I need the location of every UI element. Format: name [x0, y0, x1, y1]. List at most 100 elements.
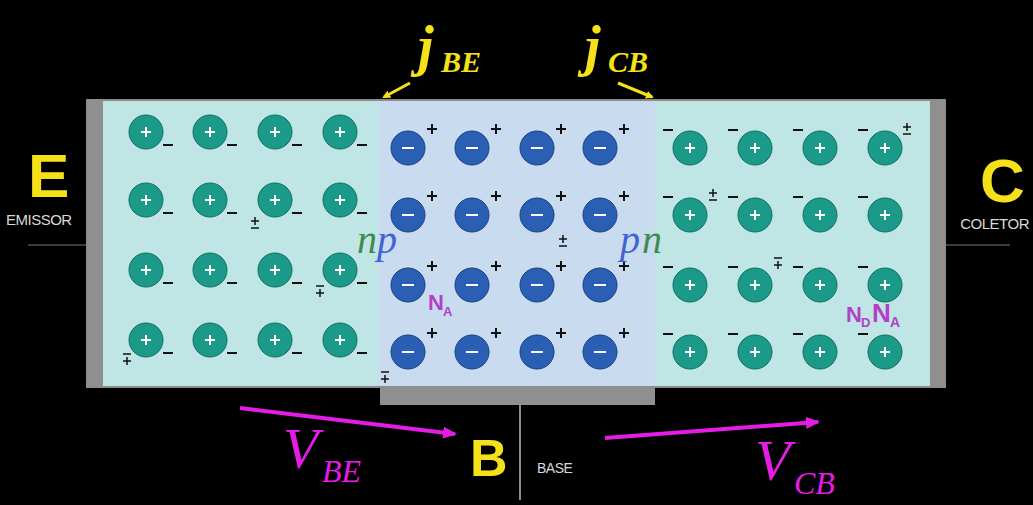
plus-sign — [819, 210, 821, 220]
terminal-name: EMISSOR — [6, 212, 72, 227]
acceptor-ion — [455, 131, 489, 165]
donor-ion — [738, 335, 772, 369]
minus-sign — [292, 352, 302, 354]
plus-sign — [431, 124, 433, 134]
minus-sign — [292, 282, 302, 284]
minus-sign — [357, 282, 367, 284]
plus-sign — [274, 127, 276, 137]
minus-sign — [163, 212, 173, 214]
terminal-letter: E — [28, 145, 69, 207]
plus-sign — [495, 261, 497, 271]
minus-sign — [728, 266, 738, 268]
plus-sign — [754, 347, 756, 357]
minus-sign — [466, 214, 478, 216]
terminal-name: BASE — [537, 461, 572, 475]
voltage-subscript: CB — [794, 467, 835, 499]
plus-sign — [339, 127, 341, 137]
voltage-symbol: V — [755, 432, 790, 490]
plus-sign — [145, 127, 147, 137]
donor-ion — [803, 268, 837, 302]
base-contact — [380, 387, 655, 405]
plus-sign — [754, 143, 756, 153]
minus-sign — [531, 351, 543, 353]
plus-sign — [145, 335, 147, 345]
doping-subscript: A — [443, 305, 452, 318]
type-letter: n — [642, 220, 662, 260]
plus-sign — [884, 210, 886, 220]
plus-sign — [209, 265, 211, 275]
junction-subscript: CB — [608, 47, 648, 77]
plus-sign — [560, 261, 562, 271]
minus-sign — [728, 333, 738, 335]
acceptor-ion — [455, 198, 489, 232]
acceptor-ion — [455, 335, 489, 369]
plus-sign — [339, 335, 341, 345]
minus-sign — [903, 133, 911, 135]
minus-sign — [858, 266, 868, 268]
plus-sign — [319, 289, 321, 297]
donor-ion — [803, 198, 837, 232]
plus-sign — [274, 265, 276, 275]
plus-sign — [209, 195, 211, 205]
acceptor-ion — [583, 131, 617, 165]
terminal-letter: C — [980, 150, 1025, 212]
plus-sign — [495, 328, 497, 338]
junction-pointer — [384, 83, 410, 97]
plus-sign — [126, 357, 128, 365]
junction-symbol: j — [418, 18, 434, 74]
minus-sign — [858, 333, 868, 335]
donor-ion — [738, 268, 772, 302]
plus-sign — [689, 280, 691, 290]
minus-sign — [466, 284, 478, 286]
minus-sign — [123, 353, 131, 355]
donor-ion — [258, 253, 292, 287]
doping-subscript: D — [861, 316, 870, 329]
minus-sign — [793, 196, 803, 198]
minus-sign — [251, 227, 259, 229]
donor-ion — [868, 335, 902, 369]
minus-sign — [663, 129, 673, 131]
acceptor-ion — [391, 335, 425, 369]
acceptor-ion — [520, 198, 554, 232]
plus-sign — [689, 347, 691, 357]
minus-sign — [774, 257, 782, 259]
donor-ion — [129, 183, 163, 217]
plus-sign — [884, 280, 886, 290]
type-letter: p — [620, 220, 640, 260]
minus-sign — [292, 144, 302, 146]
plus-sign — [884, 347, 886, 357]
donor-ion — [323, 183, 357, 217]
plus-sign — [562, 235, 564, 243]
minus-sign — [531, 147, 543, 149]
plus-sign — [623, 191, 625, 201]
voltage-arrow — [240, 408, 455, 434]
donor-ion — [803, 335, 837, 369]
donor-ion — [803, 131, 837, 165]
acceptor-ion — [583, 335, 617, 369]
minus-sign — [466, 351, 478, 353]
plus-sign — [209, 335, 211, 345]
plus-sign — [495, 191, 497, 201]
minus-sign — [227, 282, 237, 284]
collector-region — [655, 100, 945, 387]
donor-ion — [129, 115, 163, 149]
base-lead — [519, 405, 521, 500]
ion-array — [123, 115, 911, 383]
voltage-symbol: V — [283, 420, 318, 478]
plus-sign — [339, 195, 341, 205]
minus-sign — [402, 284, 414, 286]
donor-ion — [258, 323, 292, 357]
minus-sign — [709, 199, 717, 201]
emitter-contact — [87, 100, 103, 387]
donor-ion — [129, 253, 163, 287]
minus-sign — [402, 351, 414, 353]
minus-sign — [531, 214, 543, 216]
minus-sign — [163, 352, 173, 354]
terminal-name: COLETOR — [960, 216, 1029, 231]
plus-sign — [754, 280, 756, 290]
minus-sign — [227, 212, 237, 214]
type-letter: n — [357, 220, 377, 260]
donor-ion — [738, 131, 772, 165]
